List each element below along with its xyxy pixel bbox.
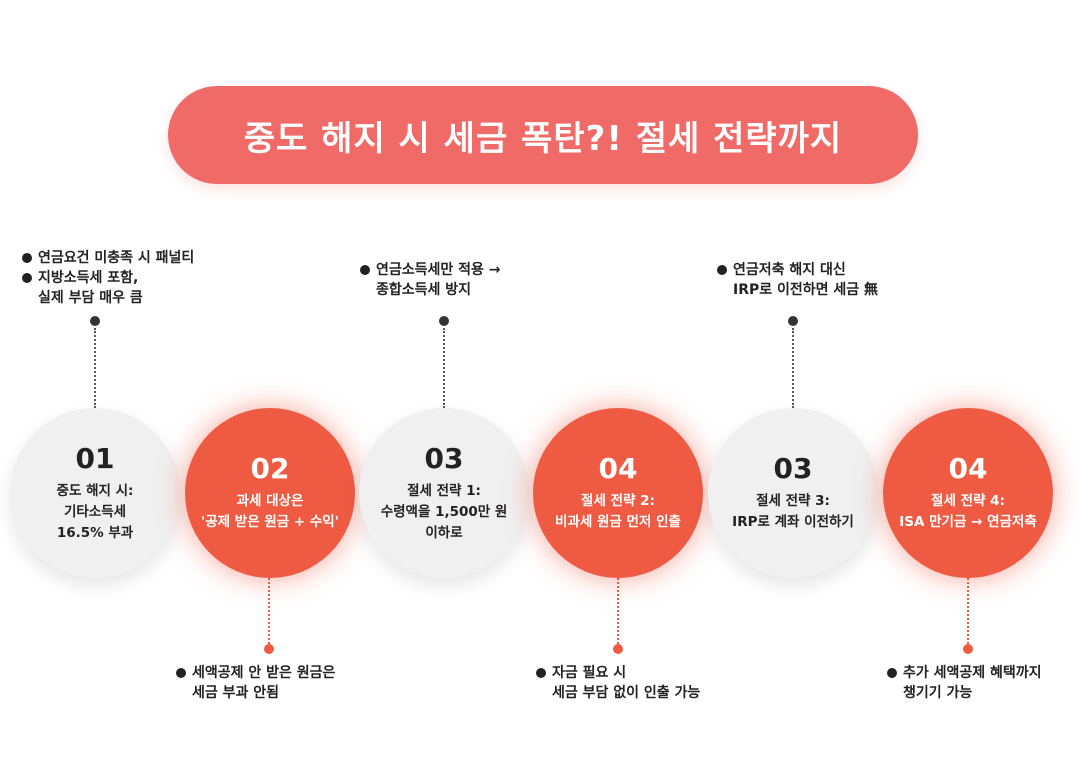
connector-line (792, 328, 794, 408)
bullet-icon (22, 253, 32, 263)
step-number: 03 (424, 441, 464, 475)
bullet-icon (887, 668, 897, 678)
note-step-1: 연금요건 미충족 시 패널티 지방소득세 포함, 실제 부담 매우 큼 (22, 248, 194, 308)
step-circle-1: 01 중도 해지 시: 기타소득세 16.5% 부과 (10, 408, 180, 578)
note-step-6: 추가 세액공제 혜택까지 챙기기 가능 (887, 663, 1042, 703)
connector-dot (264, 644, 274, 654)
step-circle-3: 03 절세 전략 1: 수령액을 1,500만 원 이하로 (359, 408, 529, 578)
note-text: 종합소득세 방지 (376, 282, 472, 298)
connector-dot (439, 316, 449, 326)
note-text: 연금저축 해지 대신 (733, 262, 846, 278)
bullet-icon (360, 265, 370, 275)
note-step-4: 자금 필요 시 세금 부담 없이 인출 가능 (536, 663, 700, 703)
note-text: 연금소득세만 적용 → (376, 262, 501, 278)
note-text: 세액공제 안 받은 원금은 (192, 665, 336, 681)
bullet-icon (176, 668, 186, 678)
step-number: 01 (75, 441, 115, 475)
note-step-3: 연금소득세만 적용 → 종합소득세 방지 (360, 260, 501, 300)
step-number: 03 (773, 452, 813, 485)
step-text: 절세 전략 1: 수령액을 1,500만 원 이하로 (380, 482, 508, 541)
title-banner: 중도 해지 시 세금 폭탄?! 절세 전략까지 (168, 86, 918, 184)
connector-line (94, 328, 96, 408)
step-text: 과세 대상은 '공제 받은 원금 + 수익' (201, 493, 339, 530)
page-title: 중도 해지 시 세금 폭탄?! 절세 전략까지 (243, 118, 843, 159)
connector-line (617, 578, 619, 644)
note-text: 자금 필요 시 (552, 665, 627, 681)
connector-dot (90, 316, 100, 326)
bullet-icon (717, 265, 727, 275)
connector-dot (613, 644, 623, 654)
connector-line (443, 328, 445, 408)
note-step-5: 연금저축 해지 대신 IRP로 이전하면 세금 無 (717, 260, 878, 300)
step-circle-4: 04 절세 전략 2: 비과세 원금 먼저 인출 (533, 408, 703, 578)
note-text: 지방소득세 포함, (38, 270, 139, 286)
step-text: 절세 전략 4: ISA 만기금 → 연금저축 (899, 493, 1037, 530)
note-step-2: 세액공제 안 받은 원금은 세금 부과 안됨 (176, 663, 335, 703)
step-text: 중도 해지 시: 기타소득세 16.5% 부과 (56, 482, 134, 541)
step-text: 절세 전략 3: IRP로 계좌 이전하기 (732, 493, 854, 530)
note-text: 추가 세액공제 혜택까지 (903, 665, 1042, 681)
note-text: 실제 부담 매우 큼 (38, 290, 143, 306)
connector-dot (963, 644, 973, 654)
connector-dot (788, 316, 798, 326)
step-number: 02 (250, 452, 290, 485)
note-text: 챙기기 가능 (903, 685, 973, 701)
note-text: 연금요건 미충족 시 패널티 (38, 250, 195, 266)
step-circle-2: 02 과세 대상은 '공제 받은 원금 + 수익' (185, 408, 355, 578)
note-text: 세금 부과 안됨 (192, 685, 280, 701)
step-circle-6: 04 절세 전략 4: ISA 만기금 → 연금저축 (883, 408, 1053, 578)
step-text: 절세 전략 2: 비과세 원금 먼저 인출 (555, 493, 681, 530)
connector-line (268, 578, 270, 644)
note-text: IRP로 이전하면 세금 無 (733, 282, 879, 298)
step-circle-5: 03 절세 전략 3: IRP로 계좌 이전하기 (708, 408, 878, 578)
bullet-icon (22, 273, 32, 283)
step-number: 04 (948, 452, 988, 485)
note-text: 세금 부담 없이 인출 가능 (552, 685, 701, 701)
connector-line (967, 578, 969, 644)
step-number: 04 (598, 452, 638, 485)
bullet-icon (536, 668, 546, 678)
